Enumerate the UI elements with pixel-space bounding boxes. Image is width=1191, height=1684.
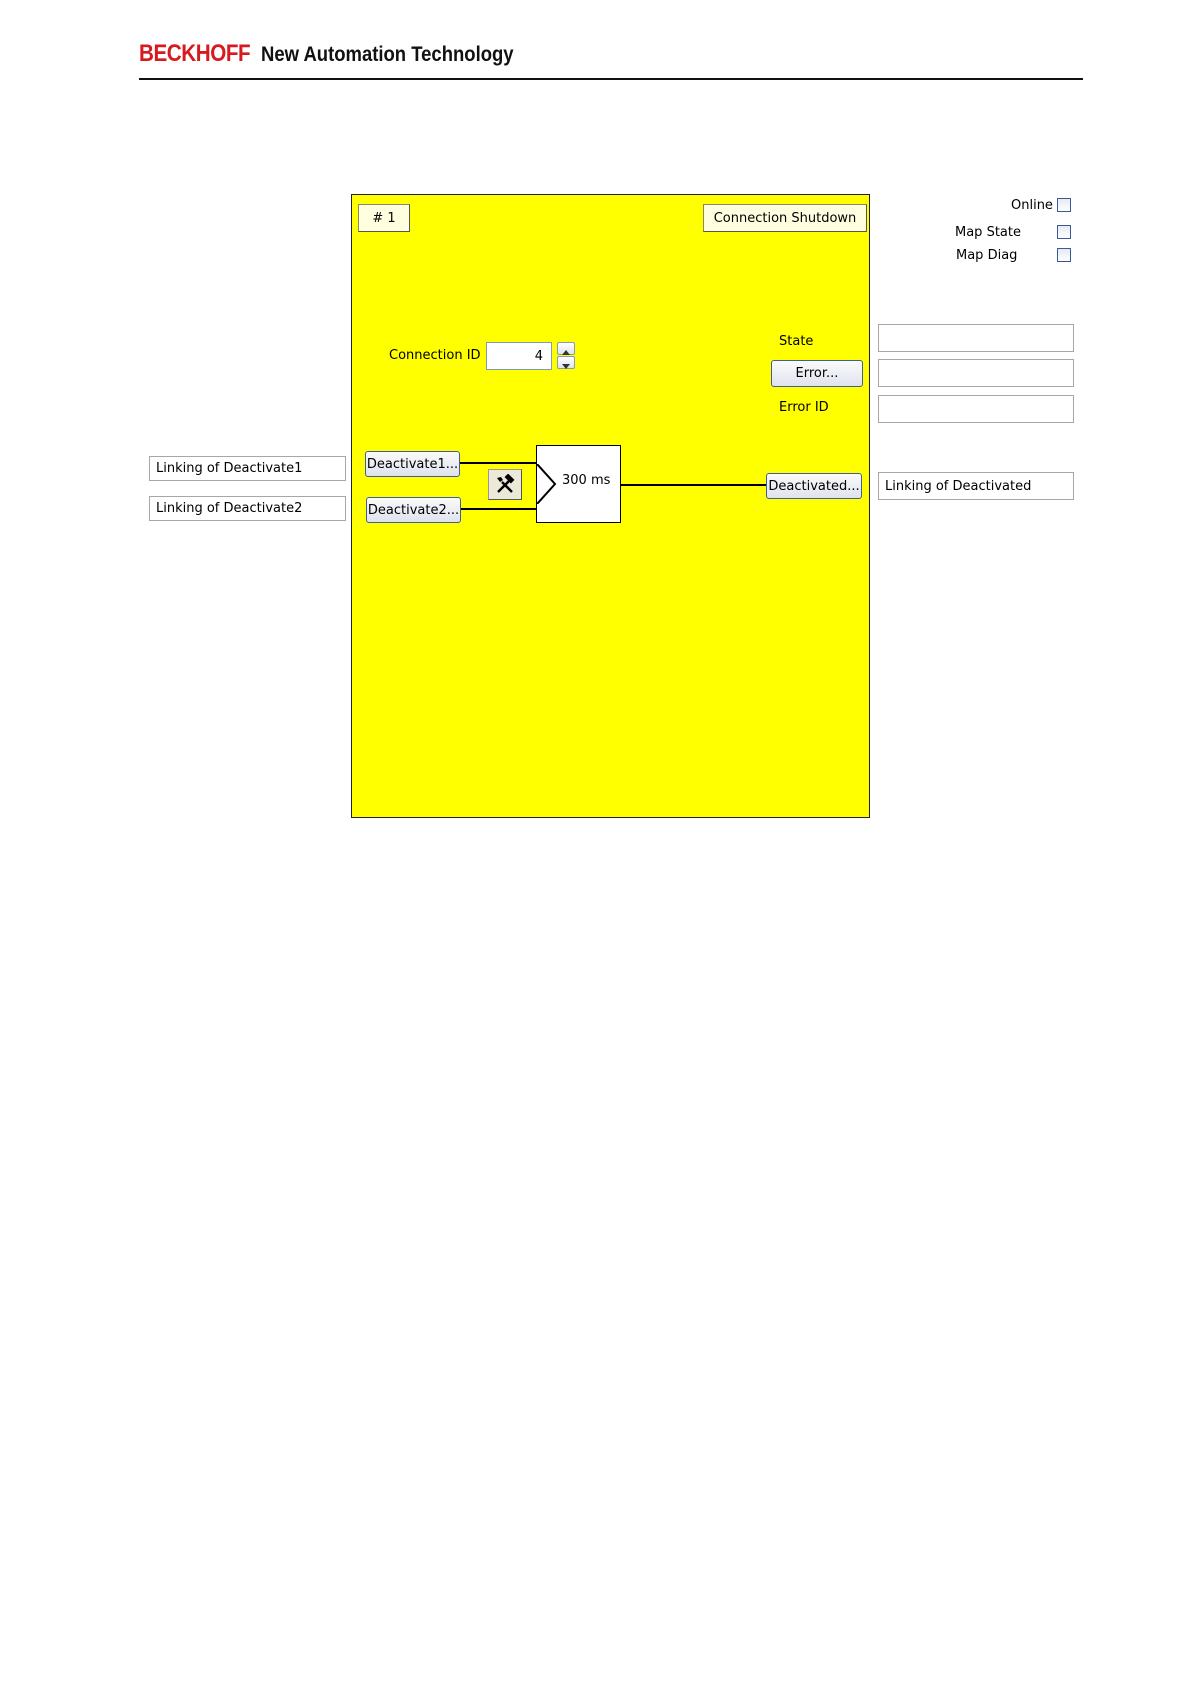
- brand-logo: BECKHOFF: [139, 40, 250, 68]
- map-state-checkbox[interactable]: [1057, 225, 1071, 239]
- tools-icon: [494, 474, 516, 496]
- link-field-deactivated[interactable]: Linking of Deactivated: [878, 472, 1074, 500]
- header-divider: [139, 78, 1083, 80]
- online-checkbox[interactable]: [1057, 198, 1071, 212]
- deactivated-output-button[interactable]: Deactivated...: [766, 473, 862, 499]
- map-state-label: Map State: [955, 225, 1021, 240]
- or-input-chevron-icon: [537, 464, 557, 504]
- connection-id-spinner[interactable]: [557, 342, 575, 369]
- error-id-label: Error ID: [779, 400, 829, 415]
- spin-up-button[interactable]: [557, 342, 575, 355]
- deactivate1-button[interactable]: Deactivate1...: [365, 451, 460, 477]
- configure-tool-button[interactable]: [488, 469, 522, 500]
- spin-down-button[interactable]: [557, 356, 575, 369]
- error-field[interactable]: [878, 359, 1074, 387]
- link-field-deactivate2[interactable]: Linking of Deactivate2: [149, 496, 346, 521]
- error-button[interactable]: Error...: [771, 360, 863, 387]
- connection-id-input[interactable]: 4: [486, 342, 552, 370]
- output-wire: [621, 484, 767, 486]
- function-type-button[interactable]: Connection Shutdown: [703, 204, 867, 232]
- error-id-field[interactable]: [878, 395, 1074, 423]
- function-block-panel: # 1 Connection Shutdown Connection ID 4 …: [351, 194, 870, 818]
- state-label: State: [779, 334, 813, 349]
- map-diag-checkbox[interactable]: [1057, 248, 1071, 262]
- link-field-deactivate1[interactable]: Linking of Deactivate1: [149, 456, 346, 481]
- input1-wire: [460, 462, 537, 464]
- brand-tagline: New Automation Technology: [261, 43, 514, 67]
- brand-header: BECKHOFF New Automation Technology: [139, 40, 548, 68]
- connection-id-label: Connection ID: [389, 348, 481, 363]
- chevron-down-icon: [558, 361, 574, 372]
- state-field[interactable]: [878, 324, 1074, 352]
- deactivate2-button[interactable]: Deactivate2...: [366, 497, 461, 523]
- delay-value: 300 ms: [562, 473, 610, 488]
- block-number-button[interactable]: # 1: [358, 204, 410, 232]
- online-label: Online: [1011, 198, 1053, 213]
- map-diag-label: Map Diag: [956, 248, 1017, 263]
- input2-wire: [461, 508, 537, 510]
- delay-block: 300 ms: [536, 445, 621, 523]
